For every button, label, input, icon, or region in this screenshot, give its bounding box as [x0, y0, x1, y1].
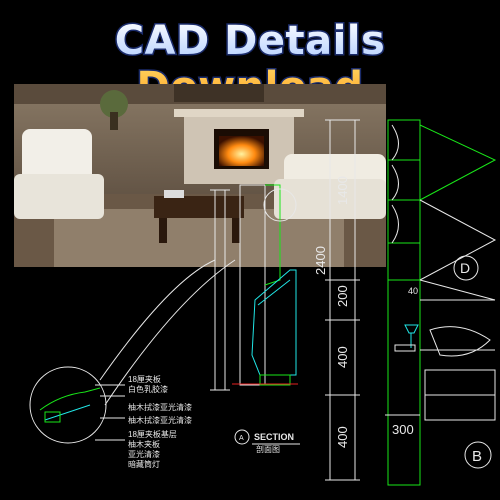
- note-4: 柚木拭漆亚光清漆: [128, 415, 192, 425]
- note-5: 18厘夹板基层: [128, 429, 177, 439]
- note-2: 白色乳胶漆: [128, 384, 168, 394]
- section-marker: A: [239, 435, 244, 442]
- note-8: 暗藏筒灯: [128, 459, 160, 469]
- section-label: SECTION: [254, 432, 294, 442]
- dim-2400: 2400: [313, 246, 328, 275]
- dim-400-upper: 400: [335, 346, 350, 368]
- dim-300: 300: [392, 422, 414, 437]
- cabinet-outline: [387, 119, 421, 486]
- note-7: 亚光清漆: [128, 449, 160, 459]
- dim-40: 40: [408, 286, 418, 296]
- note-1: 18厘夹板: [128, 374, 161, 384]
- callout-d: D: [460, 260, 470, 276]
- note-6: 柚木夹板: [128, 439, 160, 449]
- dim-1400: 1400: [335, 176, 350, 205]
- callout-b: B: [472, 448, 482, 465]
- note-3: 柚木拭漆亚光清漆: [128, 402, 192, 412]
- dim-200: 200: [335, 285, 350, 307]
- section-sublabel: 剖面图: [256, 444, 280, 454]
- dim-400-lower: 400: [335, 426, 350, 448]
